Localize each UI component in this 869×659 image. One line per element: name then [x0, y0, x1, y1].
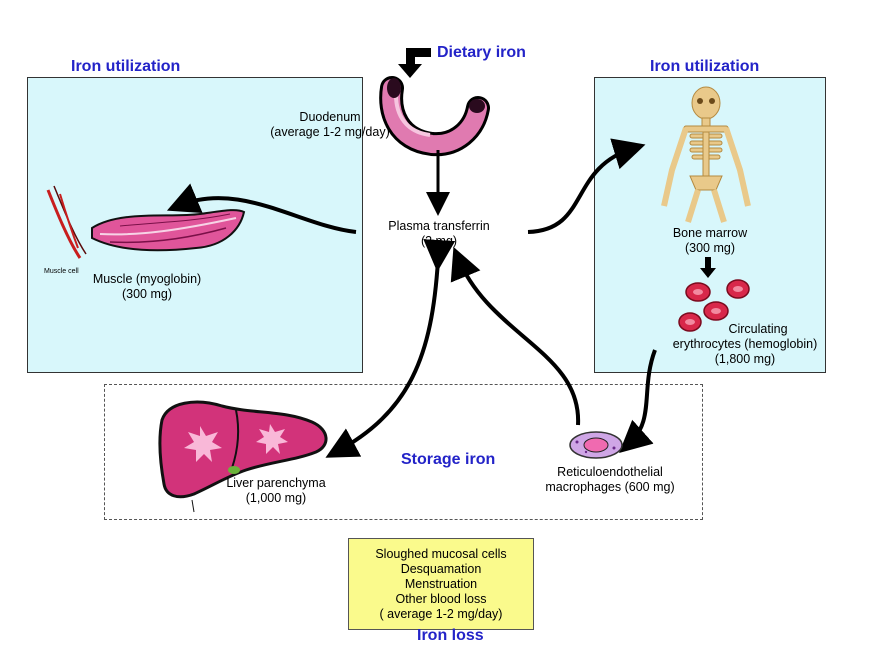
macrophages-name: Reticuloendothelial: [557, 465, 663, 479]
bone-marrow-amount: (300 mg): [684, 241, 736, 255]
macrophage-icon: [569, 431, 623, 459]
liver-label: Liver parenchyma (1,000 mg): [214, 476, 338, 506]
macrophages-amount: macrophages (600 mg): [545, 480, 675, 494]
title-dietary-iron: Dietary iron: [437, 44, 526, 61]
muscle-icon: [91, 209, 246, 252]
iron-loss-item: ( average 1-2 mg/day): [379, 606, 503, 621]
macrophages-label: Reticuloendothelial macrophages (600 mg): [540, 465, 680, 495]
muscle-label: Muscle (myoglobin) (300 mg): [82, 272, 212, 302]
duodenum-icon: [379, 76, 490, 157]
duodenum-label: Duodenum (average 1-2 mg/day): [262, 110, 398, 140]
arrow-macrophages-to-transferrin: [450, 246, 581, 426]
dietary-iron-arrow-icon: [398, 48, 431, 78]
plasma-transferrin-label: Plasma transferrin (3 mg): [380, 219, 498, 249]
iron-loss-item: Sloughed mucosal cells: [375, 546, 507, 561]
muscle-cell-label: Muscle cell: [44, 268, 79, 275]
iron-loss-item: Desquamation: [400, 561, 482, 576]
plasma-transferrin-name: Plasma transferrin: [388, 219, 490, 233]
title-storage-iron: Storage iron: [401, 451, 496, 468]
iron-loss-box: Sloughed mucosal cells Desquamation Mens…: [348, 538, 534, 630]
plasma-transferrin-amount: (3 mg): [420, 234, 458, 248]
muscle-amount: (300 mg): [121, 287, 173, 301]
erythrocytes-amount: (1,800 mg): [714, 352, 776, 366]
arrow-transferrin-to-muscle: [166, 183, 357, 234]
duodenum-amount: (average 1-2 mg/day): [270, 125, 390, 139]
duodenum-name: Duodenum: [299, 110, 361, 124]
arrow-erythrocytes-to-macrophages: [619, 349, 657, 454]
muscle-name: Muscle (myoglobin): [92, 272, 202, 286]
bone-marrow-label: Bone marrow (300 mg): [660, 226, 760, 256]
title-iron-utilization-right: Iron utilization: [650, 58, 760, 75]
erythrocytes-line2: erythrocytes (hemoglobin): [672, 337, 818, 351]
liver-icon: [158, 400, 328, 513]
iron-loss-item: Menstruation: [404, 576, 478, 591]
skeleton-icon: [661, 86, 751, 223]
title-iron-loss: Iron loss: [417, 627, 484, 644]
liver-name: Liver parenchyma: [226, 476, 326, 490]
iron-loss-item: Other blood loss: [395, 591, 487, 606]
arrow-transferrin-to-bone-marrow: [527, 138, 646, 234]
arrow-bone-marrow-to-erythrocytes: [700, 257, 716, 278]
bone-marrow-name: Bone marrow: [672, 226, 748, 240]
erythrocytes-line1: Circulating: [728, 322, 788, 336]
erythrocytes-label: Circulating erythrocytes (hemoglobin) (1…: [665, 322, 825, 367]
liver-amount: (1,000 mg): [245, 491, 307, 505]
erythrocytes-icon: [678, 279, 750, 332]
muscle-cell-icon: [46, 185, 87, 259]
arrow-transferrin-liver-exchange: [325, 239, 456, 458]
title-iron-utilization-left: Iron utilization: [71, 58, 181, 75]
